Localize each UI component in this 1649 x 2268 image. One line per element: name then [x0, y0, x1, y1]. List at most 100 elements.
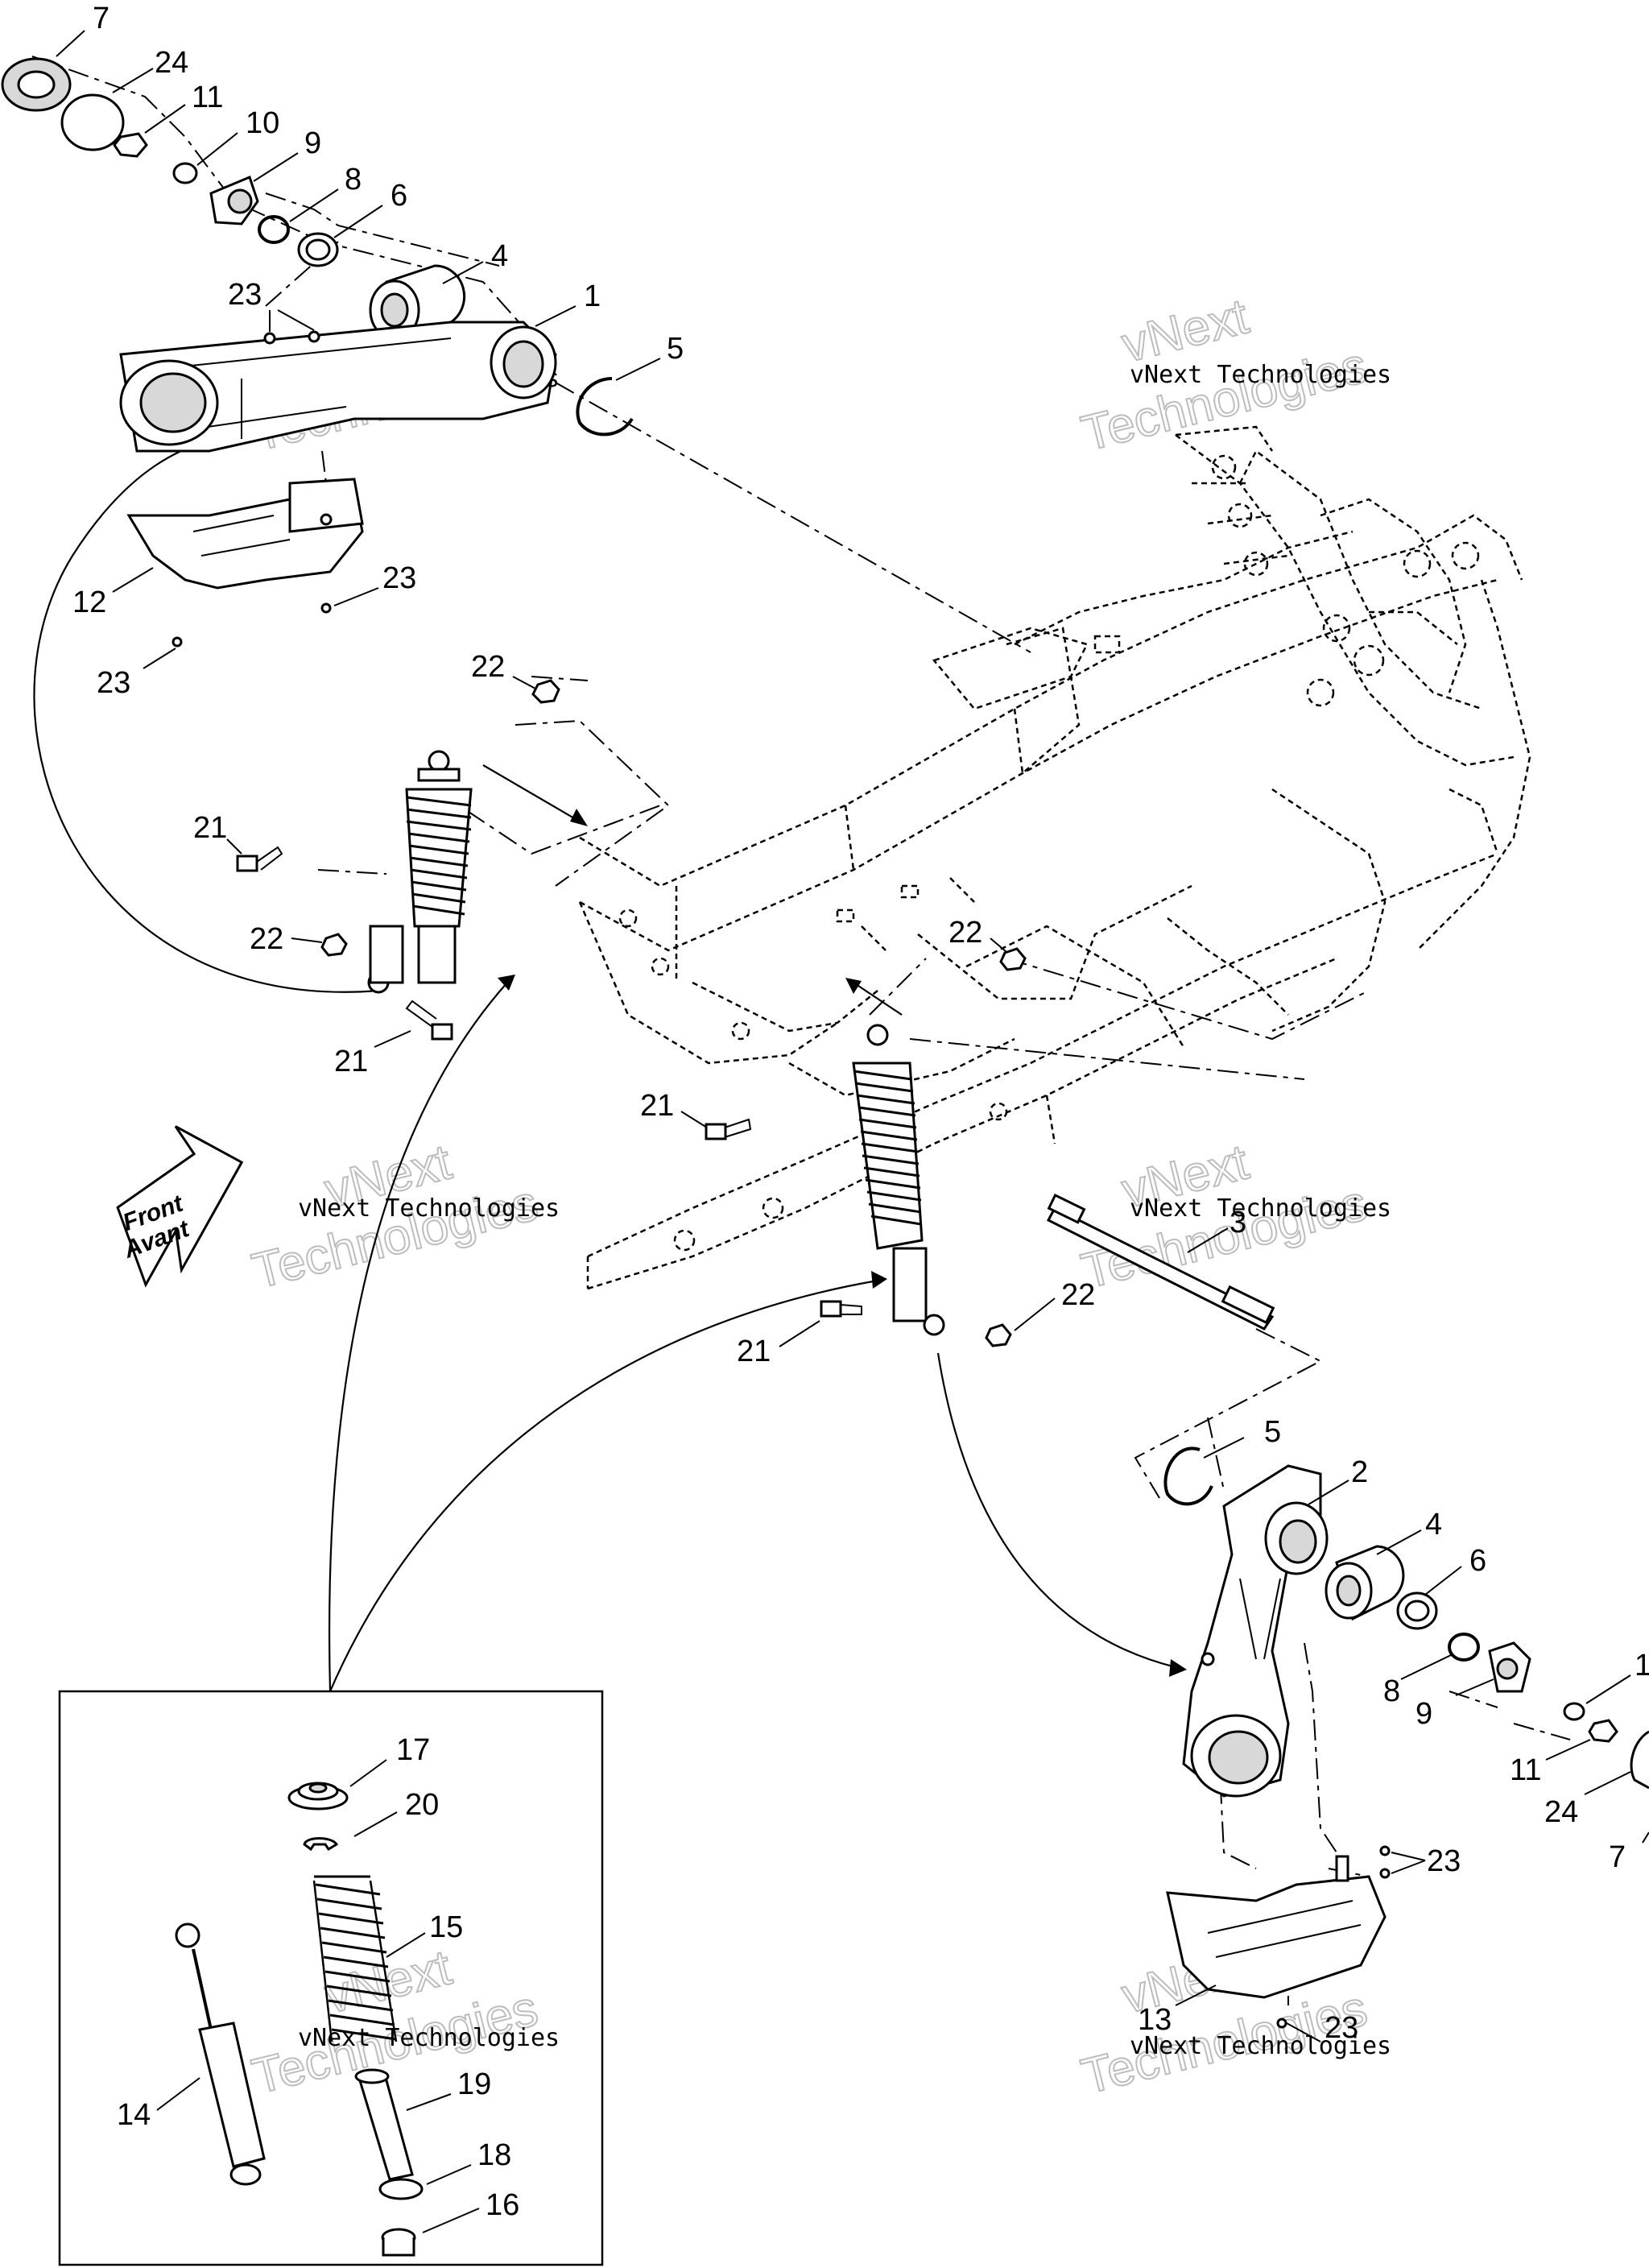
- callout-11: 11: [1510, 1753, 1541, 1787]
- callout-21: 21: [640, 1089, 674, 1123]
- callout-22: 22: [250, 922, 283, 956]
- clamp-part-24: [1630, 1730, 1649, 1790]
- watermark-bottom-left: vNext Technologies vNext Technologies: [246, 1939, 560, 2105]
- callout-8: 8: [345, 163, 362, 197]
- callout-22: 22: [948, 916, 982, 950]
- circlip-part-5: [576, 377, 634, 437]
- callout-23: 23: [382, 561, 416, 595]
- plate-part-9: [209, 175, 259, 226]
- callout-9: 9: [1415, 1697, 1432, 1731]
- nut-part-22: [999, 947, 1027, 971]
- callout-21: 21: [334, 1045, 368, 1078]
- swing-arm-left-group: [1, 57, 634, 648]
- callout-23: 23: [97, 666, 130, 700]
- watermark-text: vNext Technologies: [1130, 1194, 1391, 1223]
- washer-part-10: [172, 162, 198, 184]
- watermark-big-bottom: Technologies: [1077, 337, 1373, 462]
- callout-9: 9: [304, 126, 321, 160]
- plate-part-9: [1488, 1641, 1531, 1693]
- shock-absorber-left: [367, 750, 473, 994]
- nut-part-22: [531, 679, 560, 704]
- callout-17: 17: [396, 1733, 430, 1767]
- spacer-part-19: [354, 2068, 414, 2181]
- retainer-part-20: [303, 1837, 339, 1852]
- callout-16: 16: [486, 2188, 519, 2222]
- clamp-part-24: [60, 93, 125, 151]
- callout-6: 6: [391, 179, 407, 213]
- damper-part-14: [175, 1922, 266, 2186]
- watermark-text: vNext Technologies: [298, 1194, 560, 1223]
- callout-20: 20: [405, 1788, 439, 1822]
- shaft-part-3: [1046, 1194, 1275, 1331]
- oring-part-8: [1448, 1633, 1480, 1662]
- callout-23: 23: [1325, 2011, 1358, 2045]
- watermark-text: vNext Technologies: [298, 2024, 560, 2052]
- callout-2: 2: [1351, 1455, 1368, 1489]
- callout-4: 4: [491, 239, 508, 273]
- oring-part-8: [258, 215, 290, 244]
- watermark-top-right: vNext Technologies vNext Technologies: [1076, 288, 1391, 462]
- bolt-part-21: [236, 846, 283, 872]
- callout-22: 22: [1061, 1278, 1095, 1312]
- screw-part-23: [320, 602, 332, 614]
- washer-part-18: [378, 2178, 424, 2200]
- callout-7: 7: [93, 2, 110, 35]
- callout-11: 11: [192, 81, 223, 114]
- fasteners: [236, 679, 1027, 1347]
- bushing-part-16: [381, 2228, 416, 2257]
- bolt-part-21: [405, 999, 453, 1041]
- screw-part-23: [172, 636, 183, 648]
- bearing-part-4: [369, 264, 466, 341]
- shock-absorber-right: [852, 1024, 945, 1336]
- callout-22: 22: [471, 650, 505, 684]
- callout-10: 10: [246, 106, 279, 140]
- watermark-mid-left: vNext Technologies vNext Technologies: [246, 1133, 560, 1300]
- callout-4: 4: [1425, 1508, 1442, 1542]
- callout-12: 12: [72, 586, 106, 619]
- seal-part-6: [1396, 1591, 1438, 1630]
- front-direction-badge: Front Avant: [116, 1125, 244, 1288]
- nut-part-11: [1588, 1719, 1618, 1743]
- guard-part-13: [1166, 1855, 1387, 1999]
- swing-arm-part-1: [119, 321, 557, 453]
- circlip-part-5: [1163, 1446, 1213, 1506]
- callout-1: 1: [584, 279, 601, 313]
- callout-21: 21: [737, 1335, 771, 1368]
- vehicle-frame: [578, 425, 1531, 1290]
- callout-10: 1: [1635, 1649, 1649, 1682]
- cap-part-7: [1, 57, 72, 112]
- callout-6: 6: [1469, 1544, 1486, 1578]
- callout-19: 19: [457, 2067, 491, 2101]
- shock-detail-inset: [58, 1690, 604, 2266]
- callout-24: 24: [155, 46, 188, 80]
- washer-part-10: [1563, 1702, 1585, 1721]
- callout-13: 13: [1138, 2003, 1172, 2037]
- nut-part-22: [320, 933, 348, 957]
- watermark-text: vNext Technologies: [1130, 361, 1391, 389]
- spring-part-15: [312, 1875, 398, 2042]
- watermark-text: vNext Technologies: [1130, 2032, 1391, 2060]
- guard-part-12: [126, 478, 364, 590]
- swing-arm-right-group: [1163, 1446, 1649, 2029]
- callout-14: 14: [117, 2098, 151, 2132]
- screw-part-23: [1379, 1868, 1391, 1879]
- callout-7: 7: [1609, 1840, 1626, 1874]
- callout-24: 24: [1544, 1795, 1578, 1829]
- bolt-part-21: [705, 1118, 752, 1140]
- seal-part-6: [297, 232, 339, 267]
- screw-part-23: [1276, 2018, 1287, 2029]
- swing-arm-part-2: [1182, 1464, 1329, 1798]
- callout-23: 23: [228, 278, 262, 312]
- nut-part-22: [985, 1323, 1012, 1347]
- callout-5: 5: [1264, 1415, 1281, 1449]
- screw-part-23: [1379, 1845, 1391, 1856]
- callout-15: 15: [429, 1910, 463, 1944]
- callouts: 7 24 11 10 9 8 6 4 23 1 5 12 23 23 22 21…: [56, 2, 1649, 2233]
- bearing-part-4: [1325, 1545, 1405, 1621]
- callout-18: 18: [477, 2138, 511, 2172]
- callout-21: 21: [193, 811, 227, 845]
- bolt-part-21: [820, 1300, 862, 1318]
- nut-part-11: [113, 132, 148, 158]
- callout-5: 5: [667, 332, 684, 366]
